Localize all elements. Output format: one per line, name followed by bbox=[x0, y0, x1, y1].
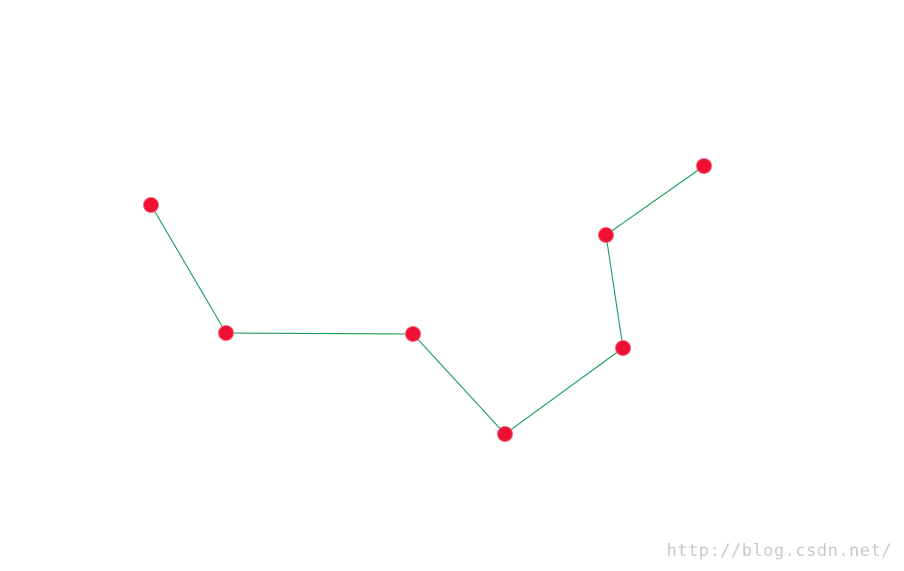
node-4 bbox=[497, 426, 513, 442]
node-5 bbox=[615, 340, 631, 356]
node-7 bbox=[696, 158, 712, 174]
edge-6 bbox=[605, 165, 705, 236]
edge-3 bbox=[412, 333, 506, 435]
node-6 bbox=[598, 227, 614, 243]
watermark-text: http://blog.csdn.net/ bbox=[666, 541, 892, 561]
node-layer bbox=[143, 158, 712, 442]
edge-2 bbox=[225, 332, 414, 335]
edge-4 bbox=[504, 347, 624, 435]
edge-layer bbox=[150, 165, 705, 435]
edge-5 bbox=[605, 234, 624, 349]
node-1 bbox=[143, 197, 159, 213]
edge-1 bbox=[150, 204, 227, 334]
node-2 bbox=[218, 325, 234, 341]
node-3 bbox=[405, 326, 421, 342]
